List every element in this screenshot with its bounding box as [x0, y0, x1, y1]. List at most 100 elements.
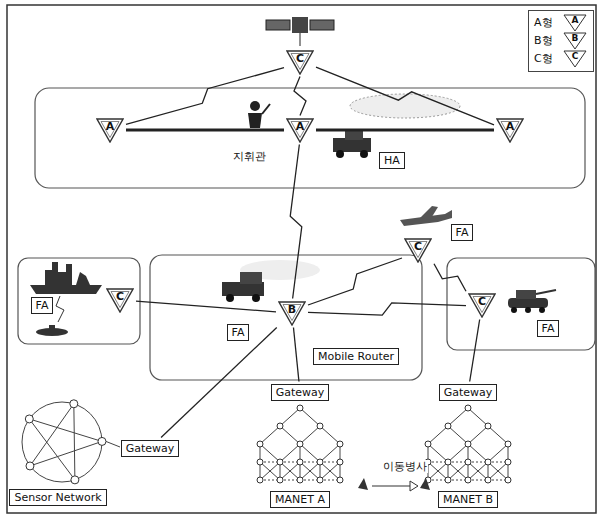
label-box: Gateway: [121, 440, 180, 457]
illustration: [76, 272, 90, 285]
node-text: MANET B: [443, 493, 493, 506]
illustration: [248, 113, 262, 128]
illustration: [280, 444, 300, 462]
illustration: [7, 5, 596, 513]
network-link: [308, 258, 402, 305]
illustration: [262, 104, 270, 114]
illustration: [297, 405, 303, 411]
illustration: [410, 481, 418, 491]
illustration: [420, 478, 430, 490]
network-link: [136, 301, 276, 312]
caption-label: 이동병사: [382, 460, 428, 473]
router-symbol: B: [278, 301, 306, 326]
illustration: [468, 444, 488, 462]
illustration: [428, 444, 448, 462]
router-symbol: C: [404, 238, 432, 263]
router-symbol: C: [286, 50, 314, 75]
node-text: A: [496, 121, 524, 133]
label-box: Gateway: [271, 384, 330, 401]
illustration: [257, 459, 263, 465]
network-link: [470, 320, 480, 382]
illustration: [260, 444, 280, 462]
illustration: [45, 262, 72, 285]
illustration: [488, 426, 508, 444]
illustration: [400, 206, 452, 226]
node-text: C: [404, 241, 432, 253]
illustration: [300, 462, 320, 480]
legend-text: C형: [534, 52, 553, 65]
illustration: [336, 150, 344, 158]
illustration: [277, 477, 283, 483]
network-link: [316, 67, 494, 125]
illustration: [468, 426, 488, 444]
node-text: Gateway: [276, 386, 325, 399]
illustration: [320, 462, 340, 480]
illustration: [150, 255, 422, 380]
illustration: [30, 285, 102, 294]
illustration: [465, 459, 471, 465]
legend-letter: C: [562, 51, 588, 62]
illustration: [505, 459, 511, 465]
node-text: Gateway: [444, 386, 493, 399]
illustration: [333, 131, 371, 158]
router-symbol: A: [96, 118, 124, 143]
illustration: [70, 400, 78, 408]
illustration: [277, 423, 283, 429]
illustration: [425, 441, 431, 447]
node-text: B: [278, 304, 306, 316]
illustration: [505, 441, 511, 447]
illustration: [465, 441, 471, 447]
illustration: [516, 290, 536, 299]
illustration: [536, 290, 556, 294]
illustration: [56, 296, 64, 322]
illustration: [260, 462, 280, 480]
illustration: [445, 459, 451, 465]
node-text: Mobile Router: [318, 350, 394, 363]
illustration: [320, 462, 340, 480]
node-text: C: [468, 296, 496, 308]
node-text: A: [286, 121, 314, 133]
label-box: FA: [537, 320, 560, 337]
legend-text: B형: [534, 34, 553, 47]
triangle-outline: [287, 119, 313, 142]
illustration: [29, 419, 102, 441]
label-box: Gateway: [439, 384, 498, 401]
illustration: [300, 408, 320, 426]
illustration: [488, 462, 508, 480]
illustration: [317, 477, 323, 483]
illustration: [485, 477, 491, 483]
illustration: [74, 404, 75, 480]
illustration: [248, 101, 270, 128]
label-box: FA: [31, 297, 54, 314]
illustration: [317, 459, 323, 465]
illustration: [448, 462, 468, 480]
legend-letter: A: [562, 15, 588, 26]
illustration: [260, 462, 280, 480]
illustration: [300, 33, 301, 46]
illustration: [297, 477, 303, 483]
illustration: [222, 272, 264, 302]
illustration: [337, 441, 343, 447]
illustration: [297, 459, 303, 465]
illustration: [320, 444, 340, 462]
illustration: [280, 408, 300, 426]
illustration: [280, 426, 300, 444]
illustration: [447, 258, 595, 350]
illustration: [297, 441, 303, 447]
legend-row: C형 C: [529, 50, 593, 68]
illustration: [468, 462, 488, 480]
router-symbol: A: [496, 118, 524, 143]
triangle-outline: [497, 119, 523, 142]
network-link: [126, 129, 284, 132]
illustration: [488, 444, 508, 462]
legend-box: A형AB형BC형C: [528, 10, 594, 72]
triangle-outline: [107, 289, 133, 312]
illustration: [485, 459, 491, 465]
illustration: [98, 437, 106, 445]
network-link: [293, 328, 298, 382]
node-text: HA: [384, 154, 400, 167]
illustration: [292, 17, 308, 33]
illustration: [358, 478, 430, 491]
router-symbol: C: [106, 288, 134, 313]
illustration: [280, 462, 300, 480]
